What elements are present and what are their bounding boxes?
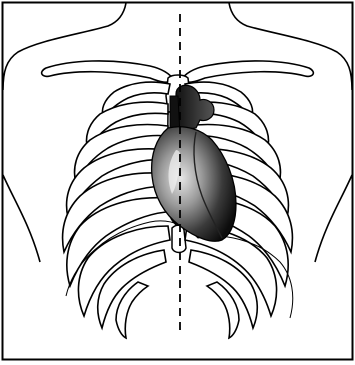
chest-diagram <box>0 0 355 365</box>
diagram-stage <box>0 0 355 365</box>
